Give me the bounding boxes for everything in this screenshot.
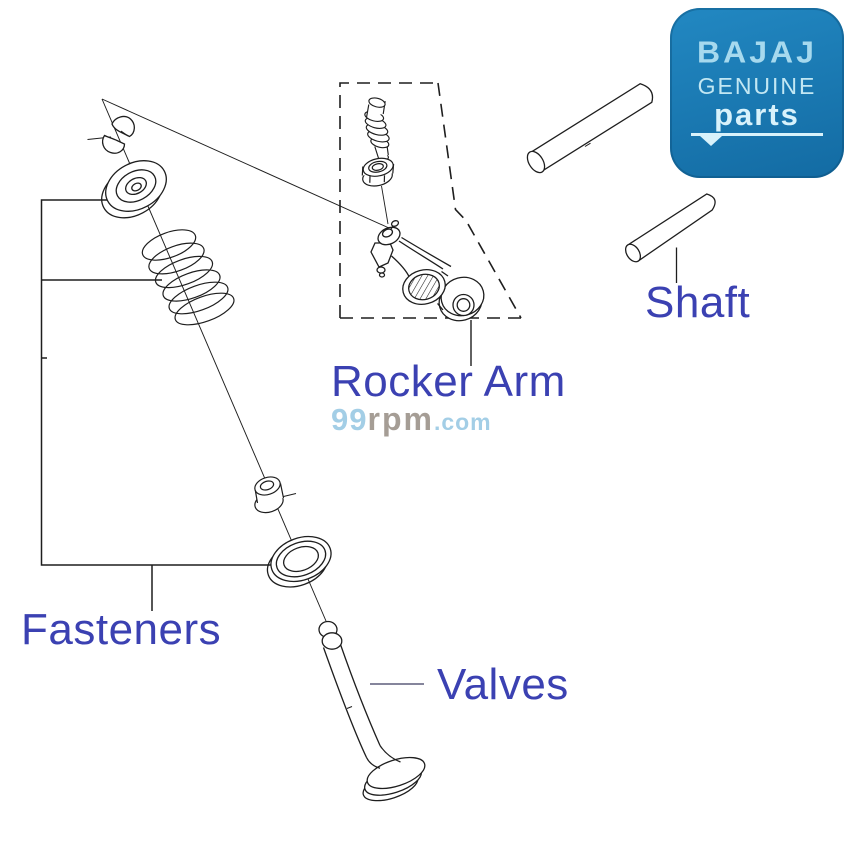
watermark-prefix: 99: [331, 402, 368, 437]
valve-spring-retainer: [101, 160, 167, 219]
rocker-arm-label: Rocker Arm: [331, 357, 566, 406]
badge-parts-text: parts: [714, 96, 800, 132]
badge-underline: [691, 132, 823, 146]
valve-cotters: [102, 115, 135, 154]
rocker-shaft-long: [526, 82, 654, 174]
rocker-arm-group-box: [339, 82, 522, 319]
adjuster-lock-nut: [361, 157, 395, 225]
rocker-arm: [370, 220, 485, 322]
bajaj-genuine-parts-badge: BAJAJ GENUINE parts: [670, 8, 844, 178]
rocker-arm-roller: [408, 273, 440, 301]
rocker-arm-valve-pad: [370, 242, 394, 268]
fasteners-label: Fasteners: [21, 605, 222, 654]
valves-label: Valves: [437, 660, 569, 709]
bracket-outline: [40, 199, 271, 566]
rocker-pointer-line: [101, 98, 390, 229]
watermark-suffix: .com: [433, 409, 492, 435]
valve-stem-seal: [254, 476, 285, 514]
rocker-shaft-short: [624, 193, 716, 283]
watermark-mid: rpm: [367, 401, 434, 437]
shaft-label: Shaft: [645, 278, 751, 327]
tappet-adjuster-screw: [364, 97, 390, 168]
spring-seat-washer: [266, 535, 332, 588]
seal-tick-line: [283, 493, 297, 497]
badge-genuine-text: GENUINE: [697, 73, 817, 100]
engine-valve: [318, 620, 426, 802]
brand-logo-text: BAJAJ: [697, 34, 817, 70]
fasteners-bracket: [40, 199, 271, 611]
chevron-down-icon: [700, 135, 722, 146]
valve-spring: [141, 229, 235, 326]
